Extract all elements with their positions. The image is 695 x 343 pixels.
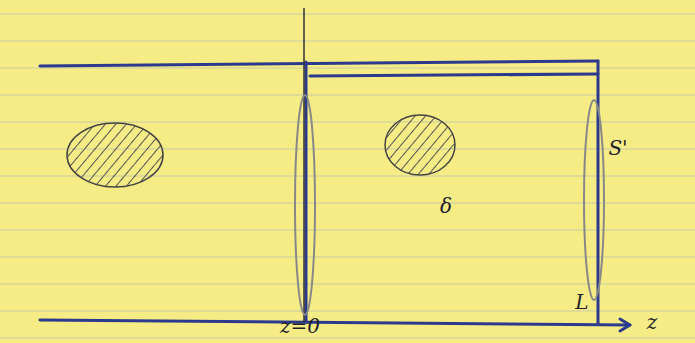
label: L	[575, 292, 588, 312]
hatched-blob	[385, 115, 455, 175]
cross-section	[295, 95, 315, 315]
tube-walls	[40, 61, 630, 331]
label: z=0	[280, 316, 320, 336]
label: z	[647, 312, 658, 332]
section-line	[303, 8, 305, 322]
paper-ruling	[0, 14, 695, 338]
label: δ	[440, 196, 452, 216]
hatched-blob	[67, 123, 163, 187]
cross-section	[584, 100, 604, 300]
label: S'	[608, 138, 627, 158]
